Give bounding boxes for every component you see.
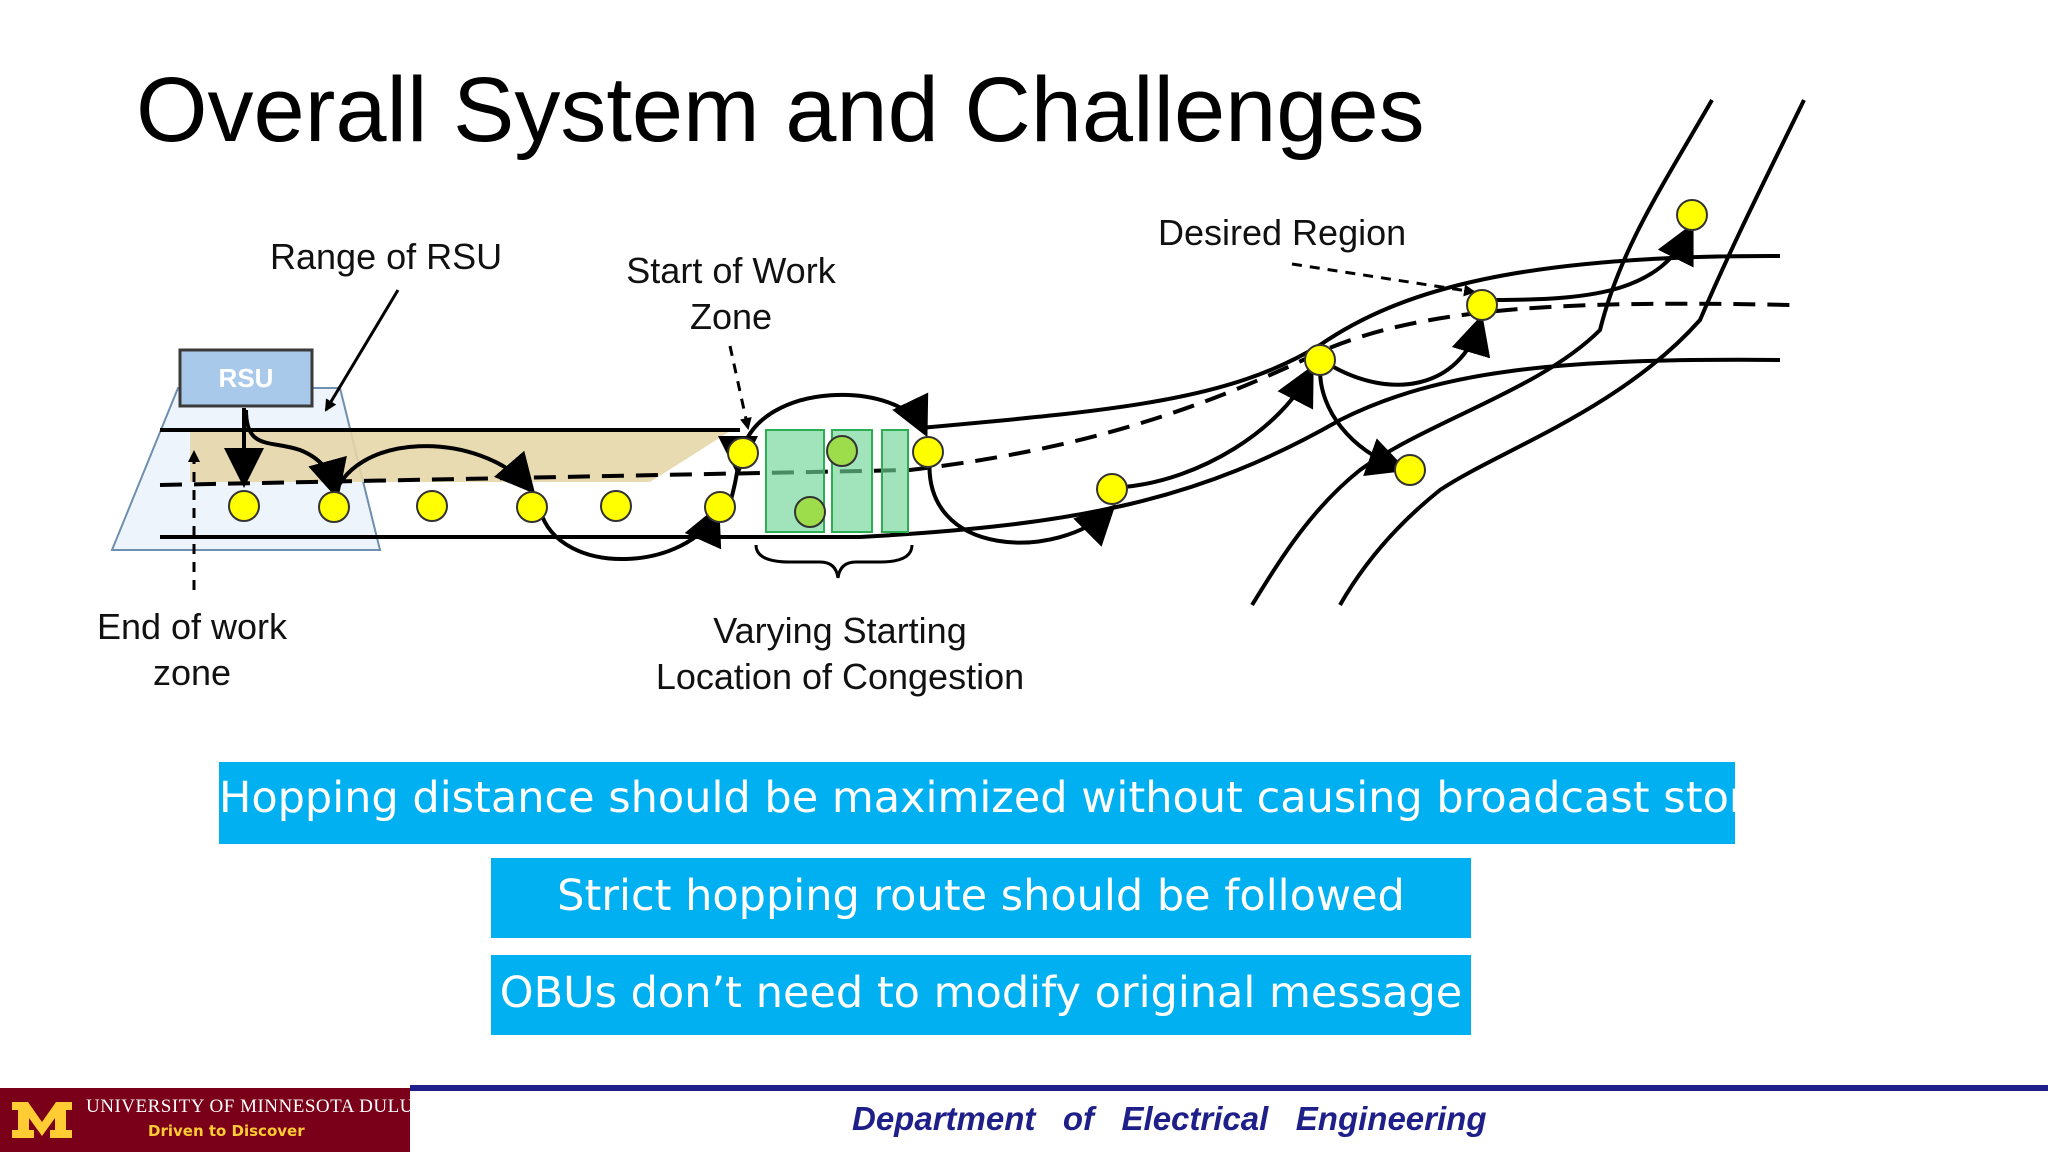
label-varying-start-line1: Varying Starting: [713, 610, 967, 651]
footer-divider: [410, 1085, 2048, 1091]
challenge-box-obu-message: OBUs don’t need to modify original messa…: [491, 955, 1471, 1035]
vehicle: [416, 490, 448, 522]
vehicle: [912, 436, 944, 468]
vehicle: [727, 437, 759, 469]
slide-title: Overall System and Challenges: [136, 59, 1425, 161]
vehicle: [1096, 473, 1128, 505]
vehicles: [228, 199, 1708, 528]
vehicle: [1304, 344, 1336, 376]
vehicle: [318, 491, 350, 523]
vehicle: [704, 491, 736, 523]
crossing-road: [1250, 98, 1806, 607]
university-logo: UNIVERSITY OF MINNESOTA DULUTH Driven to…: [0, 1088, 440, 1152]
rsu-box: RSU: [178, 348, 314, 408]
challenge-box-broadcast-storm: Hopping distance should be maximized wit…: [219, 762, 1788, 844]
label-end-of-work-zone: End of work zone: [82, 604, 302, 696]
vehicle: [228, 490, 260, 522]
challenge-box-strict-route: Strict hopping route should be followed: [491, 858, 1471, 938]
label-desired-region: Desired Region: [1158, 212, 1407, 253]
vehicle: [516, 491, 548, 523]
label-start-of-work-zone: Start of Work Zone: [606, 248, 856, 340]
label-end-of-work-zone-line2: zone: [152, 652, 232, 693]
university-m-icon: [12, 1102, 72, 1138]
label-end-of-work-zone-line1: End of work: [96, 606, 288, 647]
university-name: UNIVERSITY OF MINNESOTA DULUTH: [86, 1096, 441, 1117]
university-tagline: Driven to Discover: [148, 1122, 305, 1140]
rsu-label: RSU: [219, 363, 274, 393]
vehicle: [600, 490, 632, 522]
vehicle: [1676, 199, 1708, 231]
vehicle: [1394, 454, 1426, 486]
vehicle: [1466, 289, 1498, 321]
congestion-brace: [754, 544, 914, 579]
label-range-of-rsu: Range of RSU: [270, 236, 503, 277]
vehicle: [794, 496, 826, 528]
label-start-of-work-zone-line2: Zone: [689, 296, 773, 337]
vehicle: [826, 435, 858, 467]
label-varying-start-line2: Location of Congestion: [655, 656, 1025, 697]
label-pointers: [188, 262, 1476, 590]
department-name: Department of Electrical Engineering: [852, 1100, 1487, 1137]
label-varying-starting-location: Varying Starting Location of Congestion: [620, 608, 1060, 700]
hop-arrows: [224, 222, 1694, 562]
label-start-of-work-zone-line1: Start of Work: [626, 250, 836, 291]
